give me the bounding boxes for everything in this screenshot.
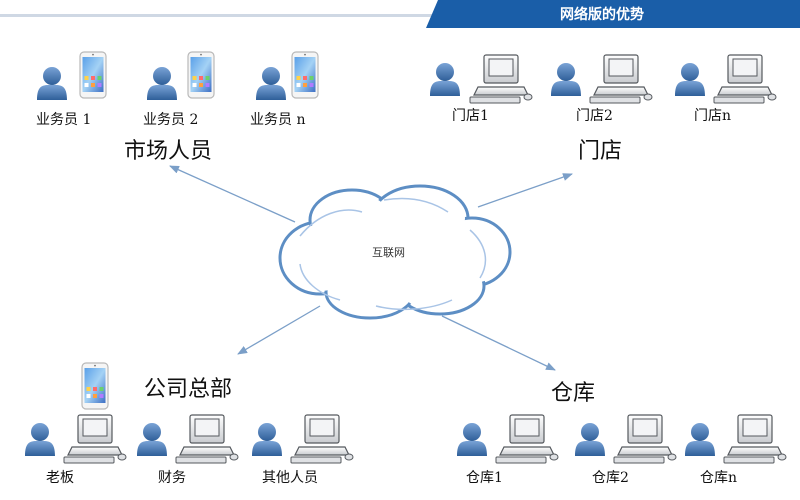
member-label: 业务员 1	[36, 112, 91, 128]
banner-title: 网络版的优势	[560, 6, 644, 23]
group-market: 业务员 1 业务员 2 业务员 n 市场人员	[36, 51, 319, 164]
arrow-to-stores	[477, 173, 573, 208]
market-member-2: 业务员 2	[143, 51, 215, 128]
desktop-computer-icon	[589, 54, 653, 104]
person-icon	[147, 67, 177, 100]
store-n: 门店n	[675, 54, 777, 124]
person-icon	[37, 67, 67, 100]
member-label: 仓库1	[466, 470, 503, 486]
internet-cloud: 互联网	[278, 184, 512, 320]
cloud-label: 互联网	[372, 246, 405, 259]
group-hq: 公司总部 老板 财务 其他人员	[25, 362, 354, 486]
smartphone-icon	[291, 51, 319, 99]
smartphone-icon	[81, 362, 109, 410]
banner-stripe	[0, 14, 800, 17]
store-2: 门店2	[551, 54, 653, 124]
person-icon	[575, 423, 605, 456]
group-stores: 门店1 门店2 门店n 门店	[430, 54, 777, 164]
member-label: 门店1	[452, 108, 489, 124]
member-label: 门店n	[694, 108, 731, 124]
market-member-n: 业务员 n	[250, 51, 319, 128]
warehouse-1: 仓库1	[457, 414, 559, 486]
desktop-computer-icon	[63, 414, 127, 464]
desktop-computer-icon	[713, 54, 777, 104]
person-icon	[685, 423, 715, 456]
member-label: 业务员 n	[250, 112, 305, 128]
member-label: 门店2	[576, 108, 613, 124]
arrow-to-market	[169, 165, 296, 223]
person-icon	[256, 67, 286, 100]
group-label-market: 市场人员	[124, 139, 212, 164]
group-warehouse: 仓库 仓库1 仓库2 仓库n	[457, 381, 787, 486]
warehouse-2: 仓库2	[575, 414, 677, 486]
group-label-stores: 门店	[578, 139, 622, 164]
title-banner: 网络版的优势	[0, 0, 800, 28]
desktop-computer-icon	[469, 54, 533, 104]
member-label: 老板	[46, 470, 74, 486]
warehouse-n: 仓库n	[685, 414, 787, 486]
person-icon	[430, 63, 460, 96]
member-label: 仓库2	[592, 470, 629, 486]
market-member-1: 业务员 1	[36, 51, 107, 128]
arrow-to-warehouse	[441, 315, 556, 371]
person-icon	[252, 423, 282, 456]
member-label: 财务	[158, 470, 186, 486]
person-icon	[457, 423, 487, 456]
group-label-hq: 公司总部	[144, 377, 232, 402]
person-icon	[551, 63, 581, 96]
desktop-computer-icon	[175, 414, 239, 464]
smartphone-icon	[79, 51, 107, 99]
person-icon	[675, 63, 705, 96]
desktop-computer-icon	[495, 414, 559, 464]
desktop-computer-icon	[290, 414, 354, 464]
hq-member-1: 老板	[25, 414, 127, 486]
store-1: 门店1	[430, 54, 533, 124]
desktop-computer-icon	[723, 414, 787, 464]
desktop-computer-icon	[613, 414, 677, 464]
member-label: 仓库n	[700, 470, 737, 486]
banner-shape	[426, 0, 800, 28]
hq-member-2: 财务	[137, 414, 239, 486]
member-label: 业务员 2	[143, 112, 198, 128]
member-label: 其他人员	[262, 470, 318, 486]
smartphone-icon	[187, 51, 215, 99]
group-label-warehouse: 仓库	[551, 381, 595, 406]
person-icon	[137, 423, 167, 456]
arrow-to-hq	[237, 305, 321, 355]
connection-arrows	[169, 165, 573, 371]
person-icon	[25, 423, 55, 456]
hq-member-3: 其他人员	[252, 414, 354, 486]
